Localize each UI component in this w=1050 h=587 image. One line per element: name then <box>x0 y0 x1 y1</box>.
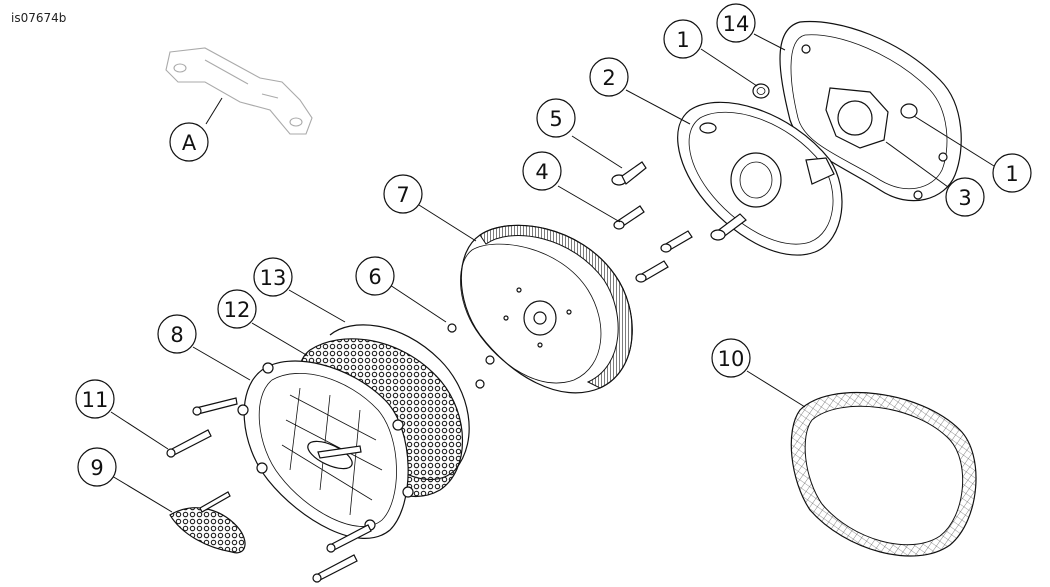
callout-6-text: 6 <box>368 265 381 289</box>
breather-bolts-4 <box>613 205 693 283</box>
callout-a: A <box>169 122 209 162</box>
screws-11 <box>166 397 372 583</box>
callout-4: 4 <box>522 151 562 191</box>
callout-1-top: 1 <box>663 19 703 59</box>
callout-4-text: 4 <box>535 160 548 184</box>
o-ring-1-top <box>752 83 770 99</box>
leader-lines <box>110 33 995 513</box>
callout-12-text: 12 <box>224 298 251 322</box>
callout-1-top-text: 1 <box>676 28 689 52</box>
screws-6 <box>447 323 495 389</box>
callout-11-text: 11 <box>82 388 109 412</box>
callout-14-text: 14 <box>723 12 750 36</box>
callout-10-text: 10 <box>718 347 745 371</box>
cover-8 <box>237 360 414 539</box>
figure-code: is07674b <box>11 11 67 25</box>
callout-1-right-text: 1 <box>1005 162 1018 186</box>
callout-2-text: 2 <box>602 66 615 90</box>
bolt-5 <box>611 161 747 241</box>
trim-9 <box>169 491 246 554</box>
callout-5-text: 5 <box>549 107 562 131</box>
callout-14: 14 <box>716 3 756 43</box>
callout-12: 12 <box>217 289 257 329</box>
bracket-a <box>165 47 313 135</box>
callout-7: 7 <box>383 174 423 214</box>
callout-a-text: A <box>182 131 197 155</box>
callout-5: 5 <box>536 98 576 138</box>
callout-9-text: 9 <box>90 456 103 480</box>
callout-13-text: 13 <box>260 266 287 290</box>
callout-7-text: 7 <box>396 183 409 207</box>
callout-10: 10 <box>711 338 751 378</box>
callout-9: 9 <box>77 447 117 487</box>
callout-2: 2 <box>589 57 629 97</box>
o-ring-1-right <box>900 103 918 119</box>
callout-8: 8 <box>157 314 197 354</box>
callout-11: 11 <box>75 379 115 419</box>
callout-6: 6 <box>355 256 395 296</box>
callout-3: 3 <box>945 177 985 217</box>
callout-8-text: 8 <box>170 323 183 347</box>
filter-element-7 <box>460 224 633 394</box>
callout-3-text: 3 <box>958 186 971 210</box>
callout-13: 13 <box>253 257 293 297</box>
backplate-2 <box>677 101 843 256</box>
callout-1-right: 1 <box>992 153 1032 193</box>
mesh-sock-10 <box>790 392 977 557</box>
